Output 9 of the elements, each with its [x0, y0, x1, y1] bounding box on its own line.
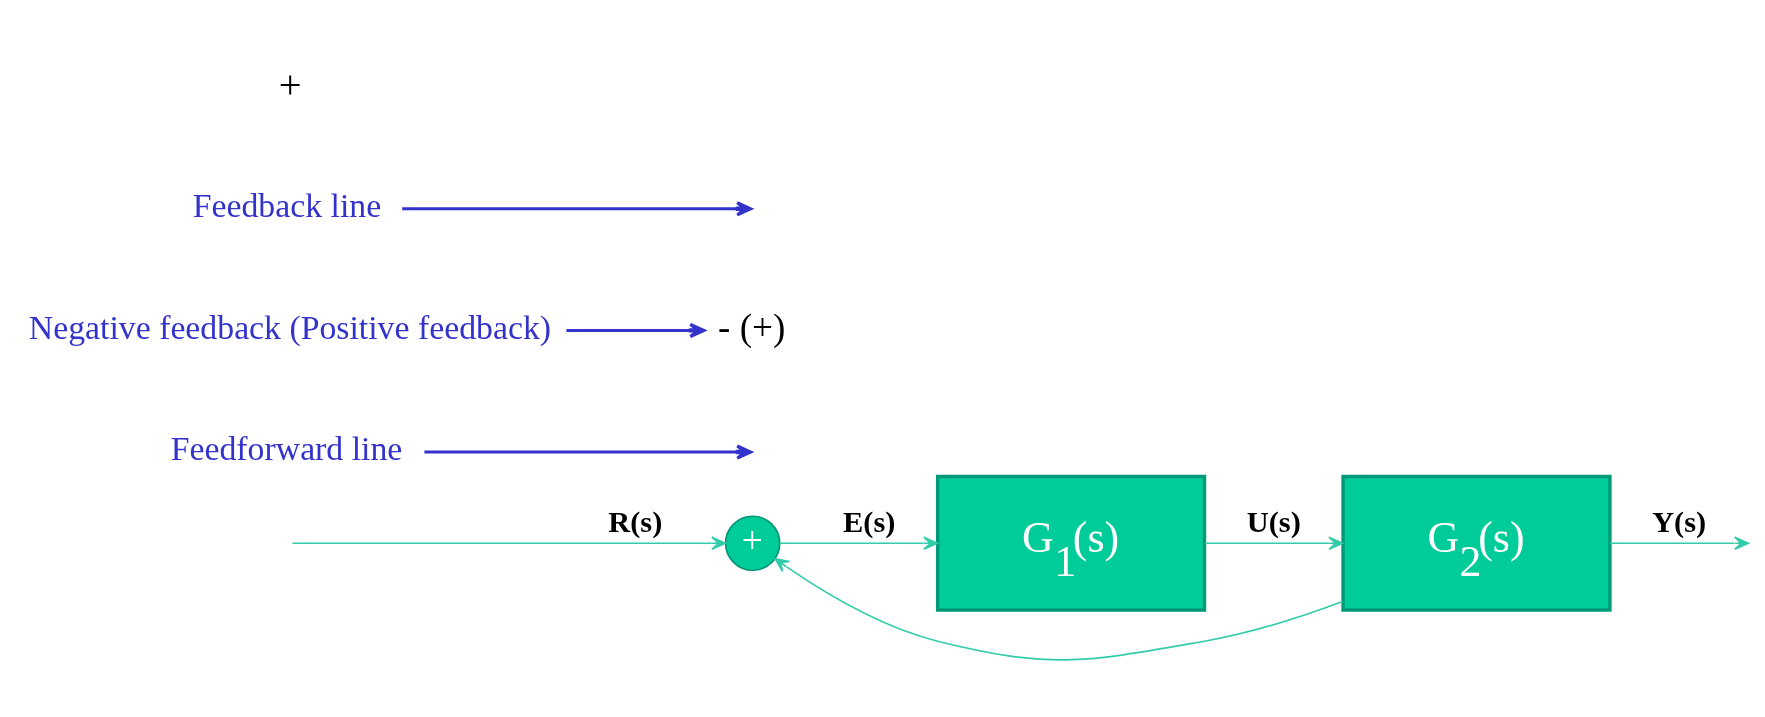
edge-label: R(s) [608, 505, 663, 540]
node-text: Feedback line [192, 187, 382, 225]
node-text: Negative feedback (Positive feedback) [28, 308, 552, 346]
node-text: - (+) [718, 306, 786, 348]
edge-label: E(s) [843, 505, 896, 540]
edge-label: U(s) [1246, 505, 1301, 540]
label: + [278, 61, 302, 107]
edge-label: Y(s) [1652, 505, 1707, 540]
node-text: Feedforward line [170, 430, 403, 468]
